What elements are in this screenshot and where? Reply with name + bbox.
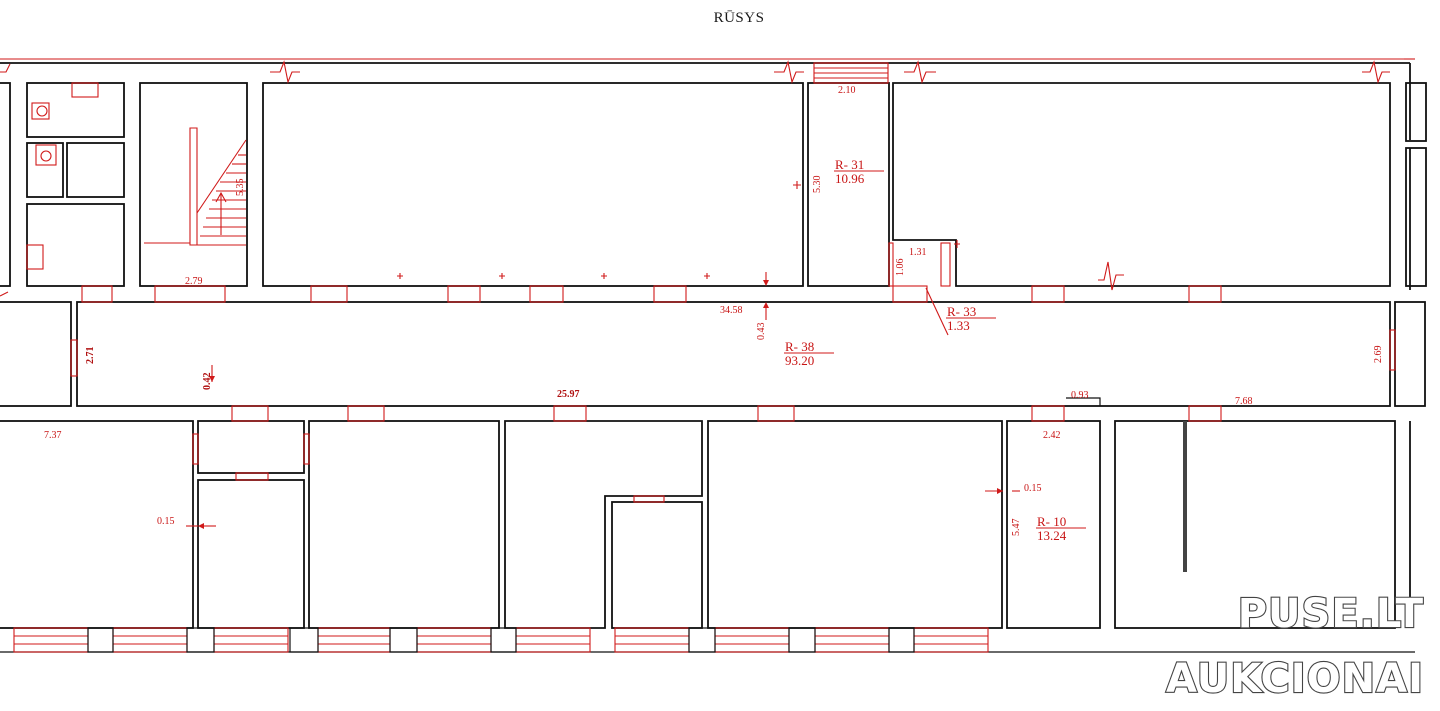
dim-2-69: 2.69 [1373, 346, 1384, 364]
dim-0-15-a: 0.15 [1024, 483, 1042, 494]
dim-5-35: 5.35 [235, 179, 246, 197]
room-id-r31: R- 31 [835, 157, 864, 172]
watermark-line2: AUKCIONAI [1166, 656, 1424, 702]
dim-2-79: 2.79 [185, 276, 203, 287]
room-area-r38: 93.20 [785, 353, 814, 368]
plan-title: RŪSYS [714, 10, 765, 26]
dim-2-71: 2.71 [85, 347, 96, 365]
dim-0-43: 0.43 [756, 323, 767, 341]
room-id-r10: R- 10 [1037, 514, 1066, 529]
watermark-line1: PUSE.LT [1238, 591, 1424, 637]
top-row-rooms [0, 82, 1427, 287]
staircase [144, 127, 247, 246]
room-area-r33: 1.33 [947, 318, 970, 333]
dimension-labels: 2.10 5.30 5.35 2.79 1.31 1.06 34.58 0.43… [44, 85, 1384, 536]
corridor-walls [0, 301, 1426, 407]
bottom-row-rooms [0, 420, 1411, 629]
dim-2-42: 2.42 [1043, 430, 1061, 441]
dim-1-31: 1.31 [909, 247, 927, 258]
room-id-r38: R- 38 [785, 339, 814, 354]
dim-0-93: 0.93 [1071, 390, 1089, 401]
dim-2-10: 2.10 [838, 85, 856, 96]
dim-1-06: 1.06 [895, 259, 906, 277]
dim-0-42: 0.42 [202, 373, 213, 391]
windows-bottom [13, 627, 989, 653]
dim-34-58: 34.58 [720, 305, 743, 316]
room-area-r31: 10.96 [835, 171, 865, 186]
dim-25-97: 25.97 [557, 389, 580, 400]
sanitary-fixtures [26, 82, 99, 270]
break-symbols [0, 58, 1415, 529]
dim-0-15-b: 0.15 [157, 516, 175, 527]
dim-5-30: 5.30 [812, 176, 823, 194]
dim-5-47: 5.47 [1011, 519, 1022, 537]
watermark: PUSE.LT AUKCIONAI [1165, 590, 1424, 703]
room-labels: R- 31 10.96 R- 33 1.33 R- 38 93.20 R- 10… [784, 157, 1086, 543]
dim-7-68: 7.68 [1235, 396, 1253, 407]
room-area-r10: 13.24 [1037, 528, 1067, 543]
room-id-r33: R- 33 [947, 304, 976, 319]
door-openings [70, 62, 1396, 503]
dim-7-37: 7.37 [44, 430, 62, 441]
